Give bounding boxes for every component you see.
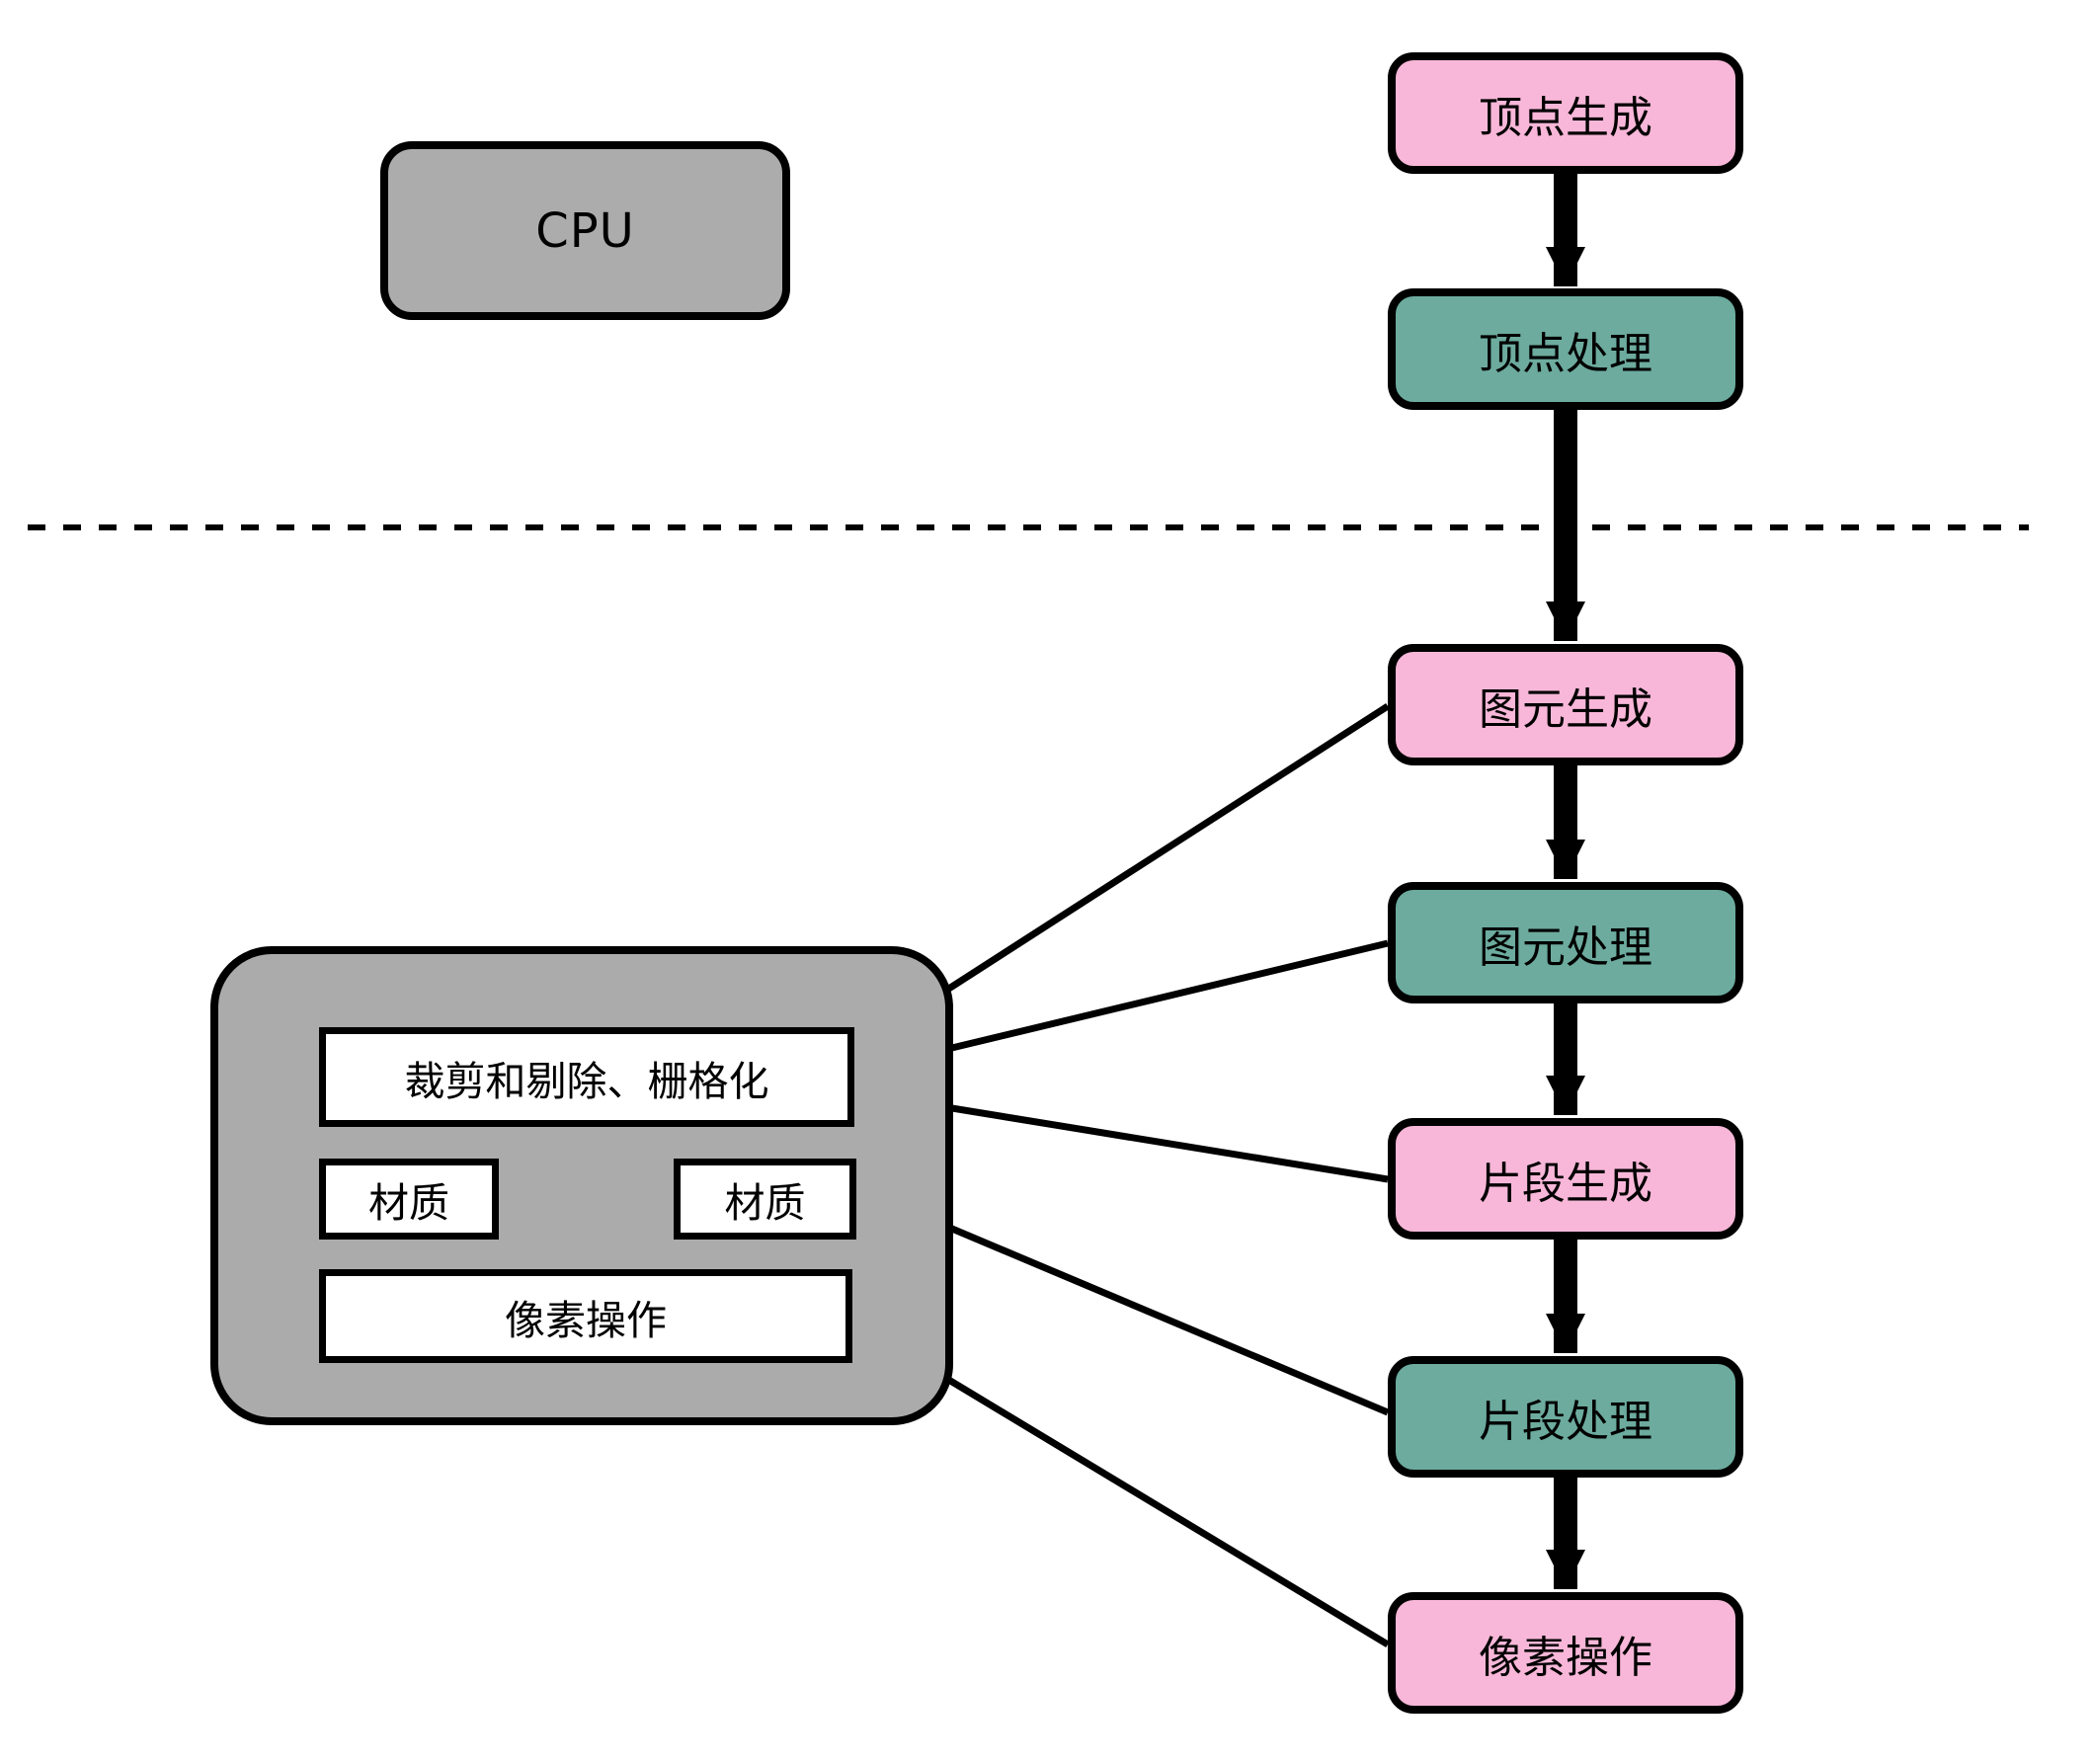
cpu-label: CPU [535, 202, 635, 259]
node-label: 图元处理 [1479, 922, 1652, 973]
pipeline-node-vertex-processing: 顶点处理 [1388, 288, 1743, 410]
pixel-operations-box-label: 像素操作 [505, 1296, 667, 1344]
pipeline-node-primitive-processing: 图元处理 [1388, 882, 1743, 1003]
texture-right-label: 材质 [724, 1179, 806, 1227]
pipeline-node-vertex-generation: 顶点生成 [1388, 52, 1743, 174]
node-label: 顶点生成 [1479, 92, 1652, 143]
pipeline-node-fragment-processing: 片段处理 [1388, 1356, 1743, 1478]
node-label: 片段生成 [1479, 1158, 1652, 1209]
pipeline-node-pixel-operations: 像素操作 [1388, 1592, 1743, 1714]
cpu-box: CPU [380, 141, 790, 320]
node-label: 顶点处理 [1479, 328, 1652, 379]
texture-box-left: 材质 [319, 1159, 499, 1240]
node-label: 片段处理 [1479, 1396, 1652, 1447]
texture-box-right: 材质 [674, 1159, 856, 1240]
map-arrow-fragment-proc-to-texture-box [875, 1193, 1390, 1416]
node-label: 图元生成 [1479, 683, 1652, 735]
clip-cull-rasterize-label: 裁剪和剔除、栅格化 [404, 1057, 769, 1105]
pipeline-node-fragment-generation: 片段生成 [1388, 1118, 1743, 1240]
clip-cull-rasterize-box: 裁剪和剔除、栅格化 [319, 1027, 854, 1127]
node-label: 像素操作 [1479, 1632, 1652, 1683]
pipeline-node-primitive-generation: 图元生成 [1388, 644, 1743, 765]
pixel-operations-box: 像素操作 [319, 1269, 852, 1363]
texture-left-label: 材质 [368, 1179, 449, 1227]
